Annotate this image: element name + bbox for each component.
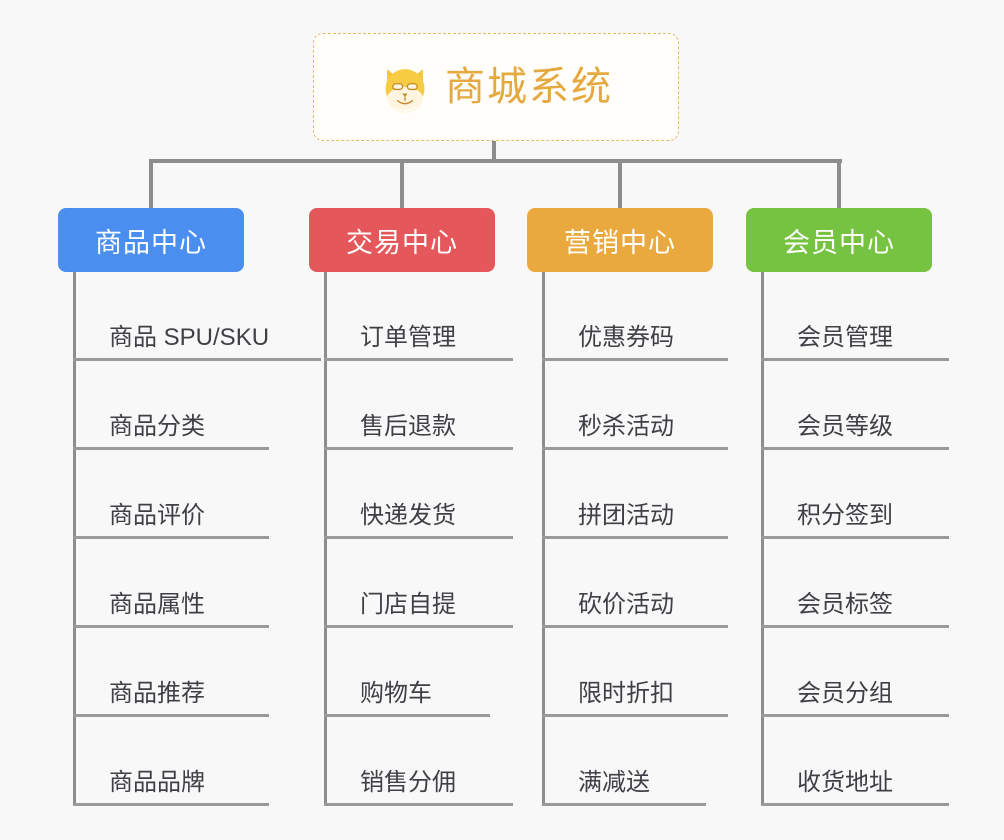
leaf-item-label: 商品品牌 <box>73 769 269 806</box>
leaf-item-label: 会员等级 <box>761 413 949 450</box>
leaf-item[interactable]: 会员标签 <box>761 539 949 628</box>
leaf-item-label: 商品 SPU/SKU <box>73 324 321 361</box>
leaf-item[interactable]: 拼团活动 <box>542 450 728 539</box>
leaf-item[interactable]: 购物车 <box>324 628 513 717</box>
leaf-item-label: 砍价活动 <box>542 591 728 628</box>
leaf-item-label: 订单管理 <box>324 324 513 361</box>
leaf-item[interactable]: 限时折扣 <box>542 628 728 717</box>
leaf-list-product-center: 商品 SPU/SKU 商品分类 商品评价 商品属性 商品推荐 商品品牌 <box>73 272 321 806</box>
leaf-item[interactable]: 收货地址 <box>761 717 949 806</box>
leaf-item-label: 门店自提 <box>324 591 513 628</box>
leaf-item[interactable]: 会员等级 <box>761 361 949 450</box>
leaf-item-label: 商品分类 <box>73 413 269 450</box>
connector-root-stem <box>492 141 496 163</box>
category-header-label: 会员中心 <box>783 227 895 258</box>
leaf-item-label: 售后退款 <box>324 413 513 450</box>
leaf-list-marketing-center: 优惠券码 秒杀活动 拼团活动 砍价活动 限时折扣 满减送 <box>542 272 728 806</box>
root-node-title: 商城系统 <box>445 65 613 109</box>
leaf-item[interactable]: 积分签到 <box>761 450 949 539</box>
leaf-item-label: 快递发货 <box>324 502 513 539</box>
leaf-item[interactable]: 商品属性 <box>73 539 321 628</box>
category-header-label: 营销中心 <box>564 227 676 258</box>
leaf-item-label: 收货地址 <box>761 769 949 806</box>
leaf-item[interactable]: 砍价活动 <box>542 539 728 628</box>
leaf-item[interactable]: 商品品牌 <box>73 717 321 806</box>
category-header-marketing-center[interactable]: 营销中心 <box>527 208 713 272</box>
leaf-item[interactable]: 秒杀活动 <box>542 361 728 450</box>
category-header-label: 交易中心 <box>346 227 458 258</box>
column-trunk-line <box>324 272 327 806</box>
connector-drop-member-center <box>837 159 841 210</box>
leaf-item-label: 商品推荐 <box>73 680 269 717</box>
root-node-shop-system[interactable]: 商城系统 <box>313 33 679 141</box>
leaf-item-label: 商品属性 <box>73 591 269 628</box>
leaf-item-label: 秒杀活动 <box>542 413 728 450</box>
leaf-item[interactable]: 满减送 <box>542 717 728 806</box>
leaf-item[interactable]: 商品推荐 <box>73 628 321 717</box>
leaf-item[interactable]: 快递发货 <box>324 450 513 539</box>
leaf-item-label: 商品评价 <box>73 502 269 539</box>
connector-drop-product-center <box>149 159 153 210</box>
column-trunk-line <box>761 272 764 806</box>
leaf-item[interactable]: 订单管理 <box>324 272 513 361</box>
leaf-item[interactable]: 会员管理 <box>761 272 949 361</box>
category-header-label: 商品中心 <box>95 227 207 258</box>
column-trunk-line <box>73 272 76 806</box>
leaf-item[interactable]: 门店自提 <box>324 539 513 628</box>
shiba-dog-face-icon <box>385 69 425 113</box>
category-header-product-center[interactable]: 商品中心 <box>58 208 244 272</box>
leaf-item[interactable]: 商品评价 <box>73 450 321 539</box>
connector-drop-trade-center <box>400 159 404 210</box>
leaf-item-label: 拼团活动 <box>542 502 728 539</box>
leaf-item-label: 限时折扣 <box>542 680 728 717</box>
leaf-item-label: 会员分组 <box>761 680 949 717</box>
category-header-member-center[interactable]: 会员中心 <box>746 208 932 272</box>
connector-drop-marketing-center <box>618 159 622 210</box>
column-trunk-line <box>542 272 545 806</box>
leaf-item-label: 会员管理 <box>761 324 949 361</box>
leaf-list-member-center: 会员管理 会员等级 积分签到 会员标签 会员分组 收货地址 <box>761 272 949 806</box>
leaf-item[interactable]: 优惠券码 <box>542 272 728 361</box>
leaf-item-label: 会员标签 <box>761 591 949 628</box>
leaf-item[interactable]: 会员分组 <box>761 628 949 717</box>
leaf-item-label: 优惠券码 <box>542 324 728 361</box>
leaf-item-label: 销售分佣 <box>324 769 513 806</box>
leaf-list-trade-center: 订单管理 售后退款 快递发货 门店自提 购物车 销售分佣 <box>324 272 513 806</box>
leaf-item[interactable]: 销售分佣 <box>324 717 513 806</box>
leaf-item[interactable]: 商品分类 <box>73 361 321 450</box>
leaf-item-label: 积分签到 <box>761 502 949 539</box>
category-header-trade-center[interactable]: 交易中心 <box>309 208 495 272</box>
connector-horizontal-bus <box>150 159 842 163</box>
leaf-item-label: 满减送 <box>542 769 706 806</box>
leaf-item[interactable]: 商品 SPU/SKU <box>73 272 321 361</box>
leaf-item-label: 购物车 <box>324 680 490 717</box>
leaf-item[interactable]: 售后退款 <box>324 361 513 450</box>
